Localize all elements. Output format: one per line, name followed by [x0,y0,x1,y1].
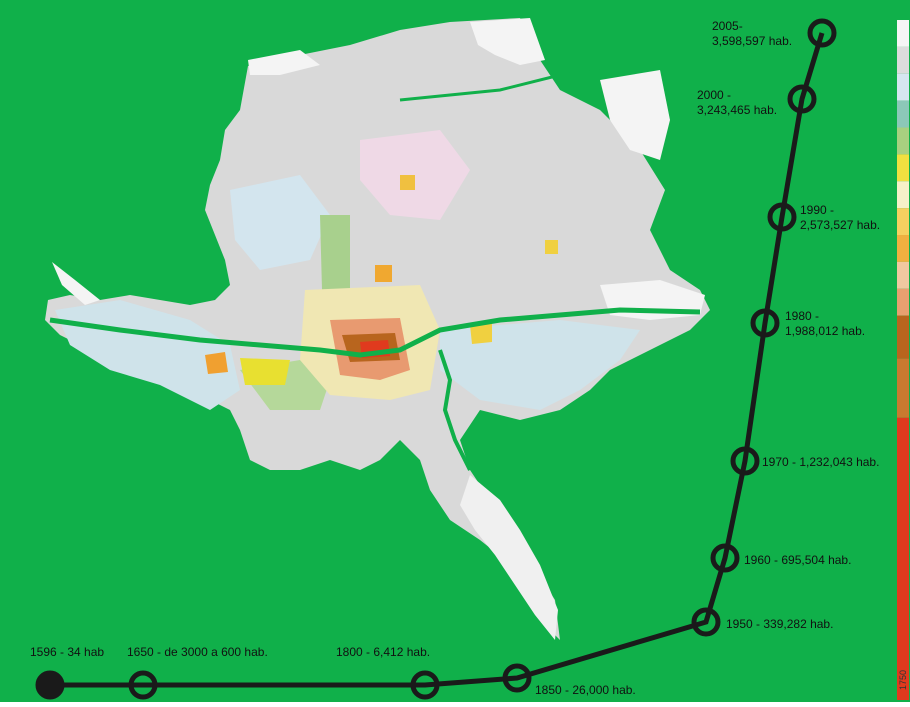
urban-area-west-strip [52,262,100,305]
color-scale-swatch [897,73,909,101]
north-canal [399,68,611,102]
timeline-node[interactable] [750,308,780,338]
color-scale-swatch [897,288,909,316]
timeline-nodes [35,18,837,700]
patch-yellow-ne [545,240,558,254]
patch-orange-north [375,265,392,282]
timeline-label-1980-year: 1980 - [785,309,820,323]
timeline-label-1850: 1850 - 26,000 hab. [535,683,636,697]
urban-area-nw [248,50,320,75]
timeline-node[interactable] [767,202,797,232]
timeline-label-2000: 2000 - 3,243,465 hab. [697,88,777,118]
color-scale-swatch [897,261,909,289]
timeline-node[interactable] [710,543,740,573]
timeline-node[interactable] [730,446,760,476]
timeline-label-2005-year: 2005- [712,19,743,33]
timeline-label-2000-year: 2000 - [697,88,732,102]
color-scale-swatch [897,154,909,182]
color-scale-swatch [897,235,909,262]
timeline-label-1596: 1596 - 34 hab [30,645,105,659]
color-scale-swatch [897,417,909,700]
timeline-label-1980-pop: 1,988,012 hab. [785,324,866,338]
patch-yellow-east [470,322,492,344]
patch-light-green-1 [320,215,350,290]
timeline-label-1990-year: 1990 - [800,203,835,217]
color-scale-swatch [897,358,909,418]
timeline-label-1970: 1970 - 1,232,043 hab. [762,455,880,469]
color-scale-swatch [897,315,909,359]
color-scale-bottom-label: 1750 [898,669,908,690]
timeline-node[interactable] [807,18,837,48]
timeline-label-1650: 1650 - de 3000 a 600 hab. [127,645,268,659]
timeline-label-2005-pop: 3,598,597 hab. [712,34,793,48]
patch-yellow-north [400,175,415,190]
urban-area-north [470,18,545,65]
timeline-label-1980: 1980 - 1,988,012 hab. [785,309,865,339]
timeline-label-2000-pop: 3,243,465 hab. [697,103,778,117]
patch-light-blue-north [230,175,330,270]
timeline-label-1800: 1800 - 6,412 hab. [336,645,431,659]
timeline-node[interactable] [691,607,721,637]
color-scale-swatch [897,127,909,155]
urban-area-northeast [600,70,670,160]
timeline-label-1950: 1950 - 339,282 hab. [726,617,834,631]
patch-orange-west [205,352,228,374]
timeline-label-1960: 1960 - 695,504 hab. [744,553,852,567]
timeline-node[interactable] [128,670,158,700]
patch-light-blue-east [440,320,640,410]
color-scale-legend [897,20,909,700]
color-scale-swatch [897,20,909,47]
color-scale-swatch [897,181,909,209]
timeline-node[interactable] [410,670,440,700]
patch-yellow-west [240,358,290,385]
timeline-line [50,32,825,688]
urban-area-south-branch [460,475,558,640]
color-scale-swatch [897,46,909,74]
timeline-label-1990: 1990 - 2,573,527 hab. [800,203,880,233]
timeline-node[interactable] [502,663,532,693]
river [49,307,701,358]
growth-patches [55,130,640,410]
color-scale-swatch [897,100,909,128]
timeline-node[interactable] [787,84,817,114]
timeline-label-2005: 2005- 3,598,597 hab. [712,19,792,49]
river-south-channel [438,349,472,471]
color-scale-swatch [897,208,909,236]
timeline-node[interactable] [35,670,65,700]
timeline-label-1990-pop: 2,573,527 hab. [800,218,881,232]
